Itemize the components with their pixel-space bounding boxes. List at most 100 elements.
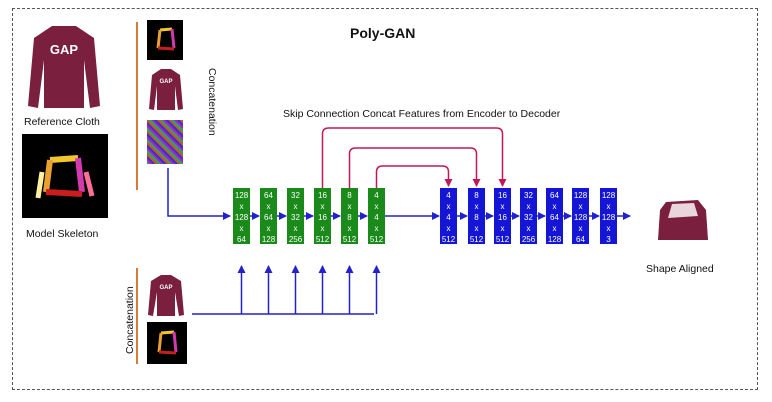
decoder-block-3-dim: 16 xyxy=(498,191,507,200)
decoder-block-2-dim: x xyxy=(475,202,479,211)
decoder-block-7-dim: x xyxy=(607,224,611,233)
encoder-block-2-dim: x xyxy=(267,224,271,233)
noise-thumb xyxy=(147,120,183,164)
encoder-block-4-dim: x xyxy=(321,202,325,211)
decoder-block-3-dim: 512 xyxy=(496,235,510,244)
encoder-block-2: 64 x 64 x 128 xyxy=(260,188,277,244)
shape-aligned-label: Shape Aligned xyxy=(646,263,714,275)
decoder-block-2-dim: 8 xyxy=(474,191,479,200)
decoder-block-1: 4 x 4 x 512 xyxy=(440,188,457,244)
encoder-block-1-dim: 128 xyxy=(235,191,249,200)
encoder-block-5-dim: x xyxy=(348,224,352,233)
skip-connection-arrow xyxy=(348,147,481,188)
decoder-block-6-dim: 128 xyxy=(574,191,588,200)
decoder-blocks: 4x4x5128x8x51216x16x51232x32x25664x64x12… xyxy=(440,188,617,244)
decoder-block-2-dim: 512 xyxy=(470,235,484,244)
encoder-block-5-dim: 8 xyxy=(347,191,352,200)
decoder-block-1-dim: 4 xyxy=(446,191,451,200)
encoder-block-1-dim: x xyxy=(240,202,244,211)
decoder-block-6-dim: 64 xyxy=(576,235,585,244)
encoder-block-6-dim: 4 xyxy=(374,191,379,200)
encoder-block-4: 16 x 16 x 512 xyxy=(314,188,331,244)
decoder-block-1-dim: x xyxy=(447,202,451,211)
conditioning-up-arrows xyxy=(237,265,381,314)
encoder-block-6-dim: 4 xyxy=(374,213,379,222)
encoder-block-4-dim: x xyxy=(321,224,325,233)
encoder-block-2-dim: x xyxy=(267,202,271,211)
decoder-block-4-dim: 32 xyxy=(524,191,533,200)
encoder-block-3-dim: x xyxy=(294,202,298,211)
encoder-blocks: 128x128x6464x64x12832x32x25616x16x5128x8… xyxy=(233,188,385,244)
skip-connection-arrow xyxy=(375,165,453,188)
shape-aligned-image xyxy=(654,196,710,244)
input-flow-arrow xyxy=(167,168,231,220)
encoder-block-3-dim: 32 xyxy=(291,191,300,200)
decoder-block-4-dim: x xyxy=(527,224,531,233)
reference-cloth-label: Reference Cloth xyxy=(24,116,100,128)
decoder-block-3-dim: 16 xyxy=(498,213,507,222)
decoder-block-3: 16 x 16 x 512 xyxy=(494,188,511,244)
decoder-block-5: 64 x 64 x 128 xyxy=(546,188,563,244)
encoder-block-2-dim: 128 xyxy=(262,235,276,244)
encoder-block-2-dim: 64 xyxy=(264,213,273,222)
decoder-block-5-dim: 64 xyxy=(550,213,559,222)
encoder-block-1-dim: x xyxy=(240,224,244,233)
decoder-block-5-dim: 128 xyxy=(548,235,562,244)
decoder-block-5-dim: x xyxy=(553,224,557,233)
encoder-block-1-dim: 128 xyxy=(235,213,249,222)
decoder-block-5-dim: 64 xyxy=(550,191,559,200)
reference-cloth-image: GAP xyxy=(24,20,104,112)
decoder-block-7-dim: x xyxy=(607,202,611,211)
svg-text:GAP: GAP xyxy=(159,79,172,85)
encoder-block-3-dim: 32 xyxy=(291,213,300,222)
decoder-block-7-dim: 128 xyxy=(602,191,616,200)
decoder-block-6-dim: x xyxy=(579,224,583,233)
diagram-frame xyxy=(12,8,758,390)
decoder-block-1-dim: x xyxy=(447,224,451,233)
encoder-block-5-dim: x xyxy=(348,202,352,211)
decoder-block-4-dim: 32 xyxy=(524,213,533,222)
skip-connection-label: Skip Connection Concat Features from Enc… xyxy=(283,108,561,120)
model-skeleton-image xyxy=(22,134,108,218)
encoder-block-3: 32 x 32 x 256 xyxy=(287,188,304,244)
encoder-block-4-dim: 512 xyxy=(316,235,330,244)
top-concat-separator xyxy=(136,22,138,190)
decoder-block-3-dim: x xyxy=(501,224,505,233)
top-skeleton-thumb xyxy=(147,20,183,60)
top-cloth-thumb: GAP xyxy=(148,66,184,112)
gap-logo: GAP xyxy=(50,42,79,57)
model-skeleton-label: Model Skeleton xyxy=(26,228,99,240)
decoder-block-3-dim: x xyxy=(501,202,505,211)
encoder-block-1-dim: 64 xyxy=(237,235,246,244)
skip-connection-arrows xyxy=(321,127,507,188)
decoder-block-1-dim: 4 xyxy=(446,213,451,222)
encoder-block-3-dim: 256 xyxy=(289,235,303,244)
encoder-block-5-dim: 8 xyxy=(347,213,352,222)
encoder-block-6-dim: 512 xyxy=(370,235,384,244)
decoder-block-7-dim: 3 xyxy=(606,235,611,244)
encoder-block-5: 8 x 8 x 512 xyxy=(341,188,358,244)
decoder-block-5-dim: x xyxy=(553,202,557,211)
bottom-cloth-thumb: GAP xyxy=(147,272,185,318)
decoder-block-4-dim: x xyxy=(527,202,531,211)
encoder-block-5-dim: 512 xyxy=(343,235,357,244)
svg-text:GAP: GAP xyxy=(159,285,172,291)
decoder-block-1-dim: 512 xyxy=(442,235,456,244)
encoder-block-3-dim: x xyxy=(294,224,298,233)
encoder-block-4-dim: 16 xyxy=(318,191,327,200)
decoder-block-7: 128 x 128 x 3 xyxy=(600,188,617,244)
decoder-block-7-dim: 128 xyxy=(602,213,616,222)
decoder-block-6: 128 x 128 x 64 xyxy=(572,188,589,244)
encoder-block-2-dim: 64 xyxy=(264,191,273,200)
decoder-block-4-dim: 256 xyxy=(522,235,536,244)
diagram-title: Poly-GAN xyxy=(350,25,416,41)
encoder-block-1: 128 x 128 x 64 xyxy=(233,188,250,244)
bottom-concat-separator xyxy=(136,268,138,364)
encoder-block-6-dim: x xyxy=(375,224,379,233)
encoder-block-4-dim: 16 xyxy=(318,213,327,222)
decoder-block-6-dim: x xyxy=(579,202,583,211)
decoder-block-6-dim: 128 xyxy=(574,213,588,222)
decoder-block-4: 32 x 32 x 256 xyxy=(520,188,537,244)
